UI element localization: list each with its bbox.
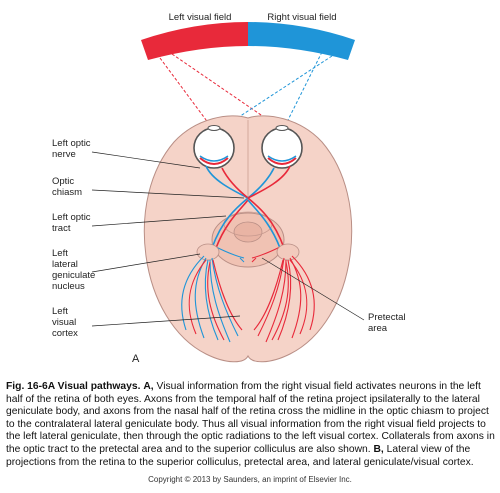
visual-pathways-diagram: Left visual field Right visual field [52, 12, 408, 365]
figure-label: Fig. 16-6A Visual pathways. [6, 381, 141, 392]
left-eye [193, 125, 235, 169]
right-lateral-geniculate-nucleus [276, 243, 300, 261]
caption-part-a: Visual information from the right visual… [6, 381, 495, 455]
optic-chiasm-label: Optic chiasm [52, 176, 82, 198]
visual-field-arc [141, 22, 355, 60]
right-visual-field-label: Right visual field [267, 12, 336, 23]
optic-pathways [205, 165, 291, 249]
right-visual-field-band [248, 22, 355, 60]
left-optic-tract-label: Left optic tract [52, 212, 93, 234]
left-lateral-geniculate-nucleus [196, 243, 220, 261]
panel-letter: A [132, 353, 140, 365]
left-optic-nerve-label: Left optic nerve [52, 138, 93, 160]
copyright-notice: Copyright © 2013 by Saunders, an imprint… [148, 475, 352, 484]
left-visual-field-label: Left visual field [169, 12, 232, 23]
field-projection-lines [159, 51, 333, 129]
midbrain [211, 211, 285, 268]
right-eye [261, 125, 303, 169]
right-optic-radiations [253, 255, 315, 343]
left-lateral-geniculate-nucleus-label: Left lateral geniculate nucleus [52, 248, 98, 292]
left-visual-field-band [141, 22, 248, 60]
figure-caption: Fig. 16-6A Visual pathways. A, Visual in… [6, 381, 496, 469]
panel-a-marker: A, [143, 381, 154, 392]
left-optic-radiations [181, 255, 243, 343]
pretectal-area-label: Pretectal area [368, 312, 408, 334]
label-leader-lines [91, 151, 365, 327]
left-visual-cortex-label: Left visual cortex [52, 306, 79, 339]
panel-b-marker: B, [373, 443, 384, 455]
caption-part-b: Lateral view of the projections from the… [6, 443, 474, 468]
